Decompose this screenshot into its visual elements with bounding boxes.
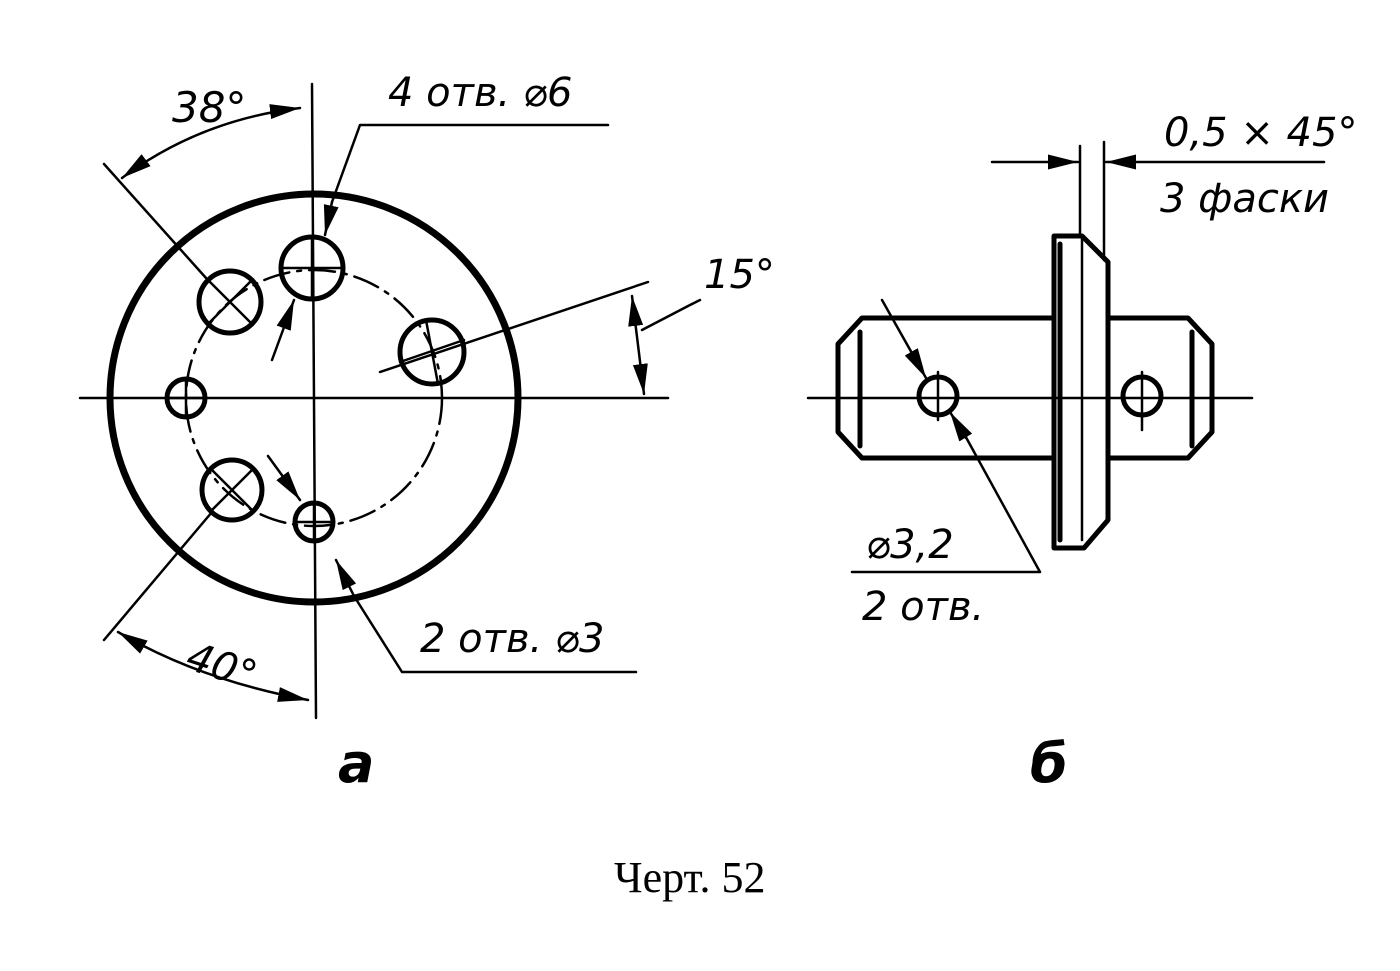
dim-angle-38: 38° (172, 83, 246, 132)
flange (1051, 233, 1111, 551)
angle-arc-38 (120, 104, 302, 180)
figure-caption: Черт. 52 (614, 853, 765, 902)
dim-angle-15: 15° (704, 252, 775, 298)
dim-hole-diameter: ⌀3,2 (866, 522, 954, 568)
leader-holes-large (330, 123, 610, 204)
leader-15 (640, 298, 702, 332)
view-b-label: б (1030, 732, 1068, 795)
dim-hole-count: 2 отв. (862, 584, 984, 630)
leader-holes-small (352, 594, 638, 674)
vertical-centerline (310, 82, 318, 720)
dim-holes-small: 2 отв. ⌀3 (420, 616, 604, 662)
hole-small-bottom (292, 500, 336, 544)
extension-line-38 (102, 162, 208, 280)
leader-hole-b (850, 428, 1042, 574)
leader-arrow-small (334, 558, 357, 598)
leader-arrow-hole-b-bottom (948, 410, 973, 442)
dim-holes-large: 4 отв. ⌀6 (388, 70, 572, 116)
extension-line-40 (102, 510, 214, 642)
shaft-right (1105, 315, 1215, 461)
dim-chamfer-count: 3 фаски (1160, 176, 1329, 222)
hole-left-b (916, 370, 960, 422)
extension-line-15 (378, 280, 650, 374)
dim-angle-40: 40° (181, 634, 263, 700)
hole-large-upper-left (196, 268, 264, 336)
angle-arc-15 (628, 294, 648, 396)
leader-arrow-large (323, 200, 339, 237)
hole-large-top (278, 234, 346, 302)
view-a-label: а (338, 732, 374, 795)
hole-small-left (164, 376, 208, 420)
leader-arrow-large-inner (270, 298, 296, 362)
hole-large-lower-left (199, 457, 265, 523)
hole-right-b (1120, 370, 1164, 432)
leader-arrow-small-inner (266, 454, 302, 502)
view-b: 0,5 × 45° 3 фаски ⌀3,2 2 отв. б (806, 110, 1357, 795)
hole-large-right (397, 317, 467, 387)
leader-arrow-hole-b-top (880, 298, 928, 380)
view-a: 38° 4 отв. ⌀6 15° 40° 2 отв. ⌀3 а (78, 70, 775, 795)
dim-chamfer-size: 0,5 × 45° (1164, 110, 1357, 156)
shaft-left (835, 315, 1055, 461)
angle-arc-40 (116, 630, 310, 702)
